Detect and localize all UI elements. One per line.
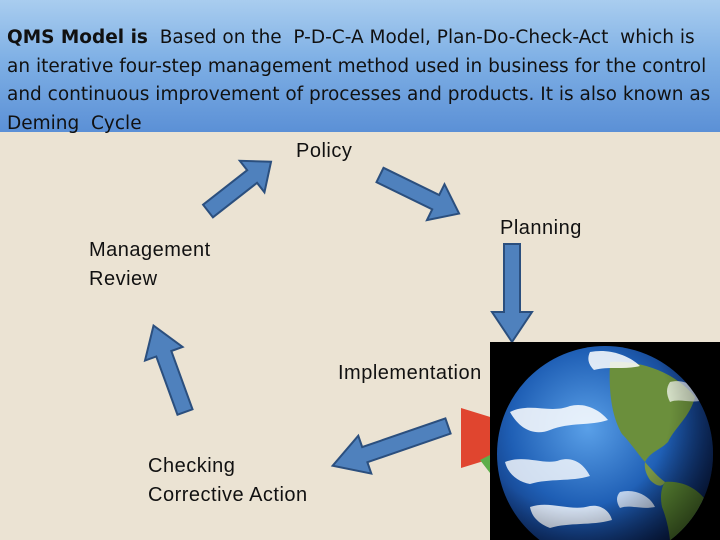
header-bold-lead: QMS Model is — [7, 27, 148, 48]
planning-label: Planning — [500, 217, 582, 239]
header-body-text: Based on the P-D-C-A Model, Plan-Do-Chec… — [7, 27, 717, 134]
implementation-label: Implementation — [338, 362, 482, 384]
policy-label: Policy — [296, 140, 353, 162]
management-review-line2: Review — [89, 268, 158, 290]
checking-line2: Corrective Action — [148, 484, 308, 506]
arrow-up-left-icon — [143, 323, 194, 417]
management-review-line1: Management — [89, 239, 211, 261]
arrow-down-icon — [490, 243, 534, 344]
arrow-up-right-icon — [201, 159, 273, 219]
checking-line1: Checking — [148, 455, 236, 477]
earth-globe-image — [490, 342, 720, 540]
arrow-down-left-icon — [330, 417, 452, 475]
header-banner: QMS Model is Based on the P-D-C-A Model,… — [0, 0, 720, 134]
header-description: QMS Model is Based on the P-D-C-A Model,… — [7, 24, 713, 138]
arrow-down-right-icon — [375, 166, 461, 222]
